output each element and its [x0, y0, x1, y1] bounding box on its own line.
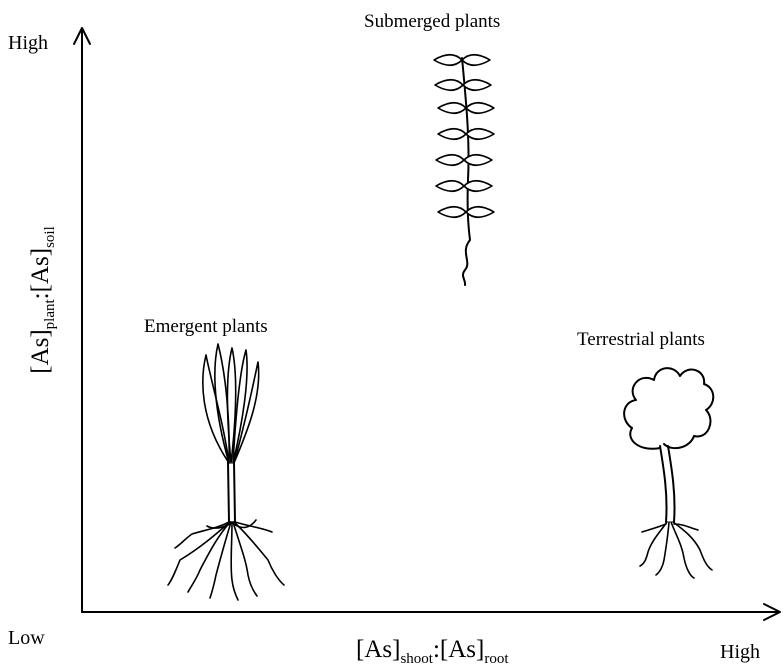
submerged-leaf-right [466, 129, 494, 140]
terrestrial-roots [640, 522, 712, 578]
emergent-plant-drawing [168, 344, 284, 600]
submerged-leaf-right [464, 181, 492, 192]
y-axis-title: [As]plant:[As]soil [28, 226, 53, 374]
emergent-plants-label: Emergent plants [144, 317, 268, 336]
submerged-leaf-left [434, 55, 462, 66]
submerged-leaf-right [464, 155, 492, 166]
submerged-leaf-left [438, 207, 466, 218]
x-title-sub-right: root [484, 651, 508, 667]
x-axis-high-label: High [720, 642, 760, 662]
submerged-leaf-left [436, 181, 464, 192]
x-title-separator: : [433, 636, 440, 663]
emergent-stem [228, 462, 235, 522]
submerged-leaf-right [466, 103, 494, 114]
submerged-leaf-left [435, 80, 463, 91]
submerged-leaf-left [438, 129, 466, 140]
submerged-leaf-right [463, 80, 491, 91]
y-title-base-right: [As] [27, 248, 54, 292]
x-title-base-right: [As] [440, 636, 484, 663]
submerged-plants-label: Submerged plants [364, 12, 500, 31]
y-title-base-left: [As] [27, 329, 54, 373]
y-title-sub-right: soil [42, 226, 58, 248]
terrestrial-plants-label: Terrestrial plants [577, 330, 705, 349]
submerged-leaf-left [436, 155, 464, 166]
terrestrial-canopy [624, 368, 713, 449]
submerged-leaf-right [462, 55, 490, 66]
submerged-stem [462, 58, 470, 285]
terrestrial-plant-drawing [624, 368, 713, 578]
y-title-sub-left: plant [42, 299, 58, 329]
x-title-base-left: [As] [356, 636, 400, 663]
x-title-sub-left: shoot [400, 651, 433, 667]
y-axis-high-label: High [8, 33, 48, 53]
submerged-leaf-right [466, 207, 494, 218]
y-title-separator: : [27, 292, 54, 299]
emergent-roots [168, 520, 284, 600]
submerged-leaf-left [438, 103, 466, 114]
x-axis-title: [As]shoot:[As]root [356, 637, 509, 662]
y-axis-low-label: Low [8, 628, 45, 648]
submerged-plant-drawing [434, 55, 494, 285]
terrestrial-trunk [660, 446, 675, 522]
